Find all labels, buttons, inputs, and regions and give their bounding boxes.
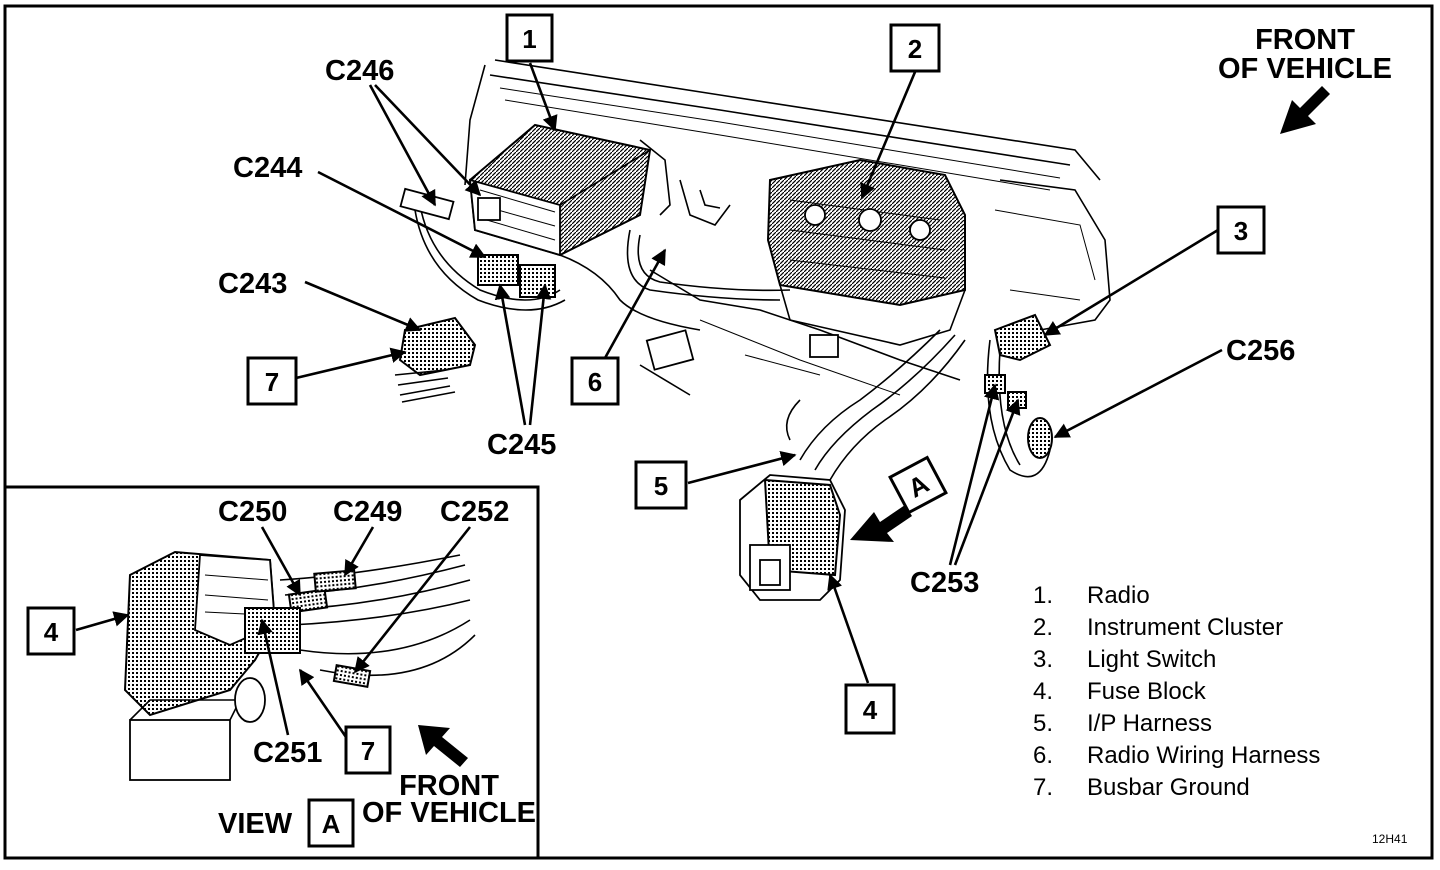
legend-text-1: Radio — [1087, 582, 1150, 609]
view-a-marker: A — [888, 455, 948, 515]
svg-text:5: 5 — [654, 471, 668, 501]
front-direction-arrow-top — [1280, 86, 1330, 134]
label-c251: C251 — [253, 737, 322, 769]
view-label: VIEW — [218, 808, 293, 840]
callout-6: 6 — [570, 356, 620, 406]
legend-num-6: 6. — [1033, 742, 1053, 769]
leader-lines — [75, 62, 1223, 741]
callout-7-inset: 7 — [344, 725, 392, 775]
legend-num-5: 5. — [1033, 710, 1053, 737]
figure-code: 12H41 — [1372, 832, 1408, 846]
legend-num-1: 1. — [1033, 582, 1053, 609]
front-of-vehicle-inset-line1: FRONT — [399, 770, 499, 802]
svg-text:7: 7 — [361, 736, 375, 766]
legend-num-2: 2. — [1033, 614, 1053, 641]
svg-text:2: 2 — [908, 34, 922, 64]
legend-num-4: 4. — [1033, 678, 1053, 705]
svg-text:1: 1 — [522, 24, 536, 54]
callout-4-inset: 4 — [26, 606, 76, 656]
svg-text:4: 4 — [863, 695, 878, 725]
label-c244: C244 — [233, 152, 302, 184]
svg-text:A: A — [322, 809, 341, 839]
view-a-direction-arrow — [850, 505, 912, 542]
legend: 1. Radio 2. Instrument Cluster 3. Light … — [1033, 582, 1320, 801]
callout-4: 4 — [844, 683, 896, 735]
label-c246: C246 — [325, 55, 394, 87]
callout-7: 7 — [246, 356, 298, 406]
legend-num-7: 7. — [1033, 774, 1053, 801]
callout-3: 3 — [1216, 205, 1266, 255]
label-c249: C249 — [333, 496, 402, 528]
front-direction-arrow-inset — [418, 725, 468, 767]
view-a-box: A — [307, 798, 355, 848]
outer-frame — [3, 4, 1434, 860]
front-of-vehicle-top-line1: FRONT — [1255, 24, 1355, 56]
callout-5: 5 — [634, 460, 688, 510]
view-a-illustration — [123, 550, 476, 781]
svg-text:7: 7 — [265, 367, 279, 397]
svg-text:4: 4 — [44, 617, 59, 647]
svg-text:6: 6 — [588, 367, 602, 397]
label-c256: C256 — [1226, 335, 1295, 367]
legend-text-6: Radio Wiring Harness — [1087, 742, 1320, 769]
label-c250: C250 — [218, 496, 287, 528]
dashboard-illustration — [394, 59, 1111, 601]
callout-2: 2 — [889, 23, 941, 73]
legend-text-3: Light Switch — [1087, 646, 1216, 673]
front-of-vehicle-inset-line2: OF VEHICLE — [362, 797, 536, 829]
legend-num-3: 3. — [1033, 646, 1053, 673]
label-c252: C252 — [440, 496, 509, 528]
label-c243: C243 — [218, 268, 287, 300]
front-of-vehicle-top-line2: OF VEHICLE — [1218, 53, 1392, 85]
legend-text-2: Instrument Cluster — [1087, 614, 1283, 641]
legend-text-7: Busbar Ground — [1087, 774, 1250, 801]
label-c245: C245 — [487, 429, 556, 461]
label-c253: C253 — [910, 567, 979, 599]
view-a-frame — [3, 485, 540, 860]
legend-text-4: Fuse Block — [1087, 678, 1207, 705]
legend-text-5: I/P Harness — [1087, 710, 1212, 737]
callout-1: 1 — [505, 13, 554, 63]
svg-text:3: 3 — [1234, 216, 1248, 246]
